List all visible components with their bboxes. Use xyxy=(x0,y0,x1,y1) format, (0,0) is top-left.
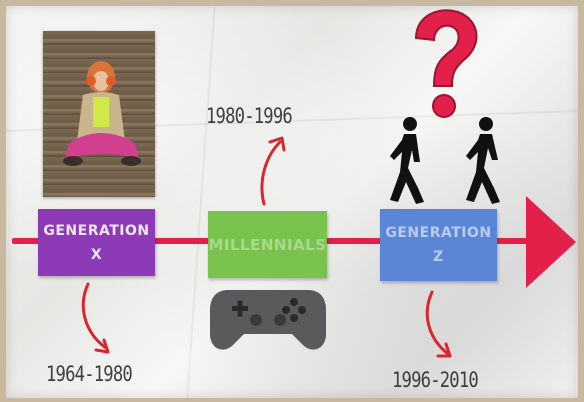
generation-z-box: GENERATION Z xyxy=(380,209,497,281)
timeline-arrowhead xyxy=(526,196,576,288)
generation-x-label-line1: GENERATION xyxy=(43,222,150,239)
curved-arrow-icon xyxy=(81,282,110,354)
millennials-years: 1980-1996 xyxy=(206,104,293,128)
millennials-label: MILLENNIALS xyxy=(208,235,327,254)
game-controller-icon xyxy=(210,290,326,350)
millennials-box: MILLENNIALS xyxy=(208,211,327,278)
generation-z-label-line2: Z xyxy=(433,249,444,265)
walking-person-icon xyxy=(390,117,424,204)
curved-arrow-icon xyxy=(260,136,286,206)
question-mark-icon xyxy=(414,9,478,118)
generation-z-years: 1996-2010 xyxy=(392,368,479,392)
generation-x-years: 1964-1980 xyxy=(46,362,133,386)
generation-x-label-line2: X xyxy=(90,246,103,263)
generation-x-box: GENERATION X xyxy=(38,209,155,276)
curved-arrow-icon xyxy=(425,290,452,358)
walking-person-icon xyxy=(466,117,500,204)
generation-z-label-line1: GENERATION xyxy=(385,225,492,241)
woman-photo xyxy=(43,31,155,197)
